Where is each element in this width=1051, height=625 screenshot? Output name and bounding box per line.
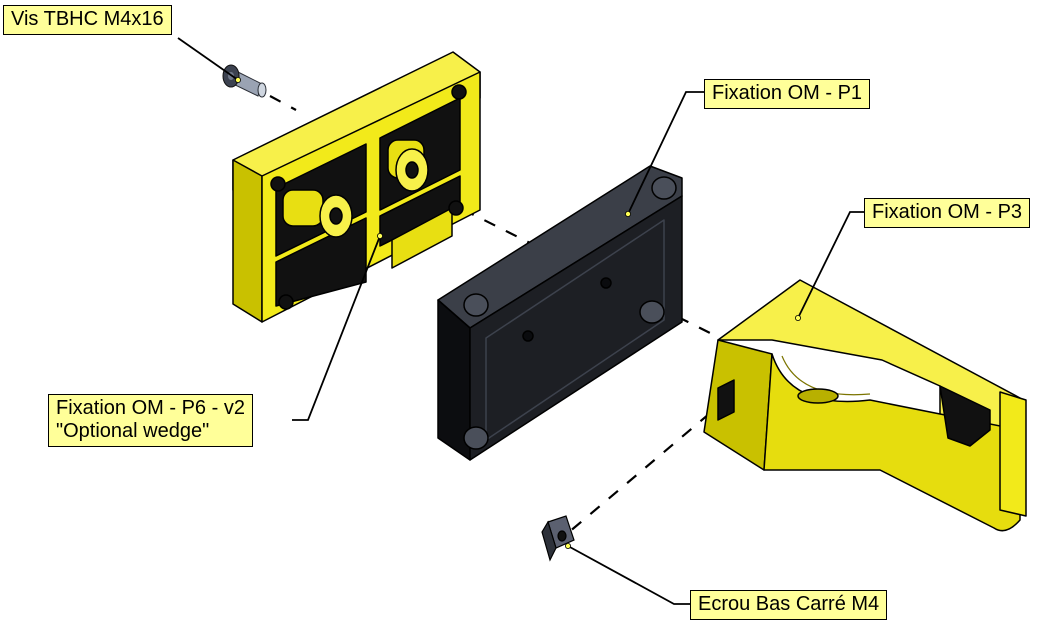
nut-part (541, 515, 575, 562)
screw-part (222, 64, 267, 98)
label-screw: Vis TBHC M4x16 (3, 5, 172, 35)
label-plate-p1-text: Fixation OM - P1 (712, 82, 863, 104)
label-wedge-p6: Fixation OM - P6 - v2 "Optional wedge" (48, 394, 253, 447)
label-nut: Ecrou Bas Carré M4 (690, 590, 888, 620)
label-screw-text: Vis TBHC M4x16 (11, 8, 164, 30)
label-wedge-p6-line1: Fixation OM - P6 - v2 (56, 397, 245, 419)
leader-nut (567, 545, 690, 605)
leader-plate (627, 91, 704, 215)
leader-dots (234, 77, 802, 550)
wedge-part (232, 51, 481, 323)
plate-part (437, 165, 683, 461)
leader-lines (177, 37, 864, 605)
axis-nut (561, 397, 729, 539)
label-bracket-p3-text: Fixation OM - P3 (872, 201, 1023, 223)
leader-wedge (292, 235, 381, 421)
label-nut-text: Ecrou Bas Carré M4 (698, 593, 880, 615)
label-bracket-p3: Fixation OM - P3 (864, 198, 1031, 228)
label-wedge-p6-line2: "Optional wedge" (56, 420, 210, 442)
label-plate-p1: Fixation OM - P1 (704, 79, 871, 109)
bracket-part (703, 279, 1027, 532)
leader-screw (177, 37, 239, 81)
axis-screw (269, 95, 297, 111)
leader-bracket (797, 211, 864, 319)
